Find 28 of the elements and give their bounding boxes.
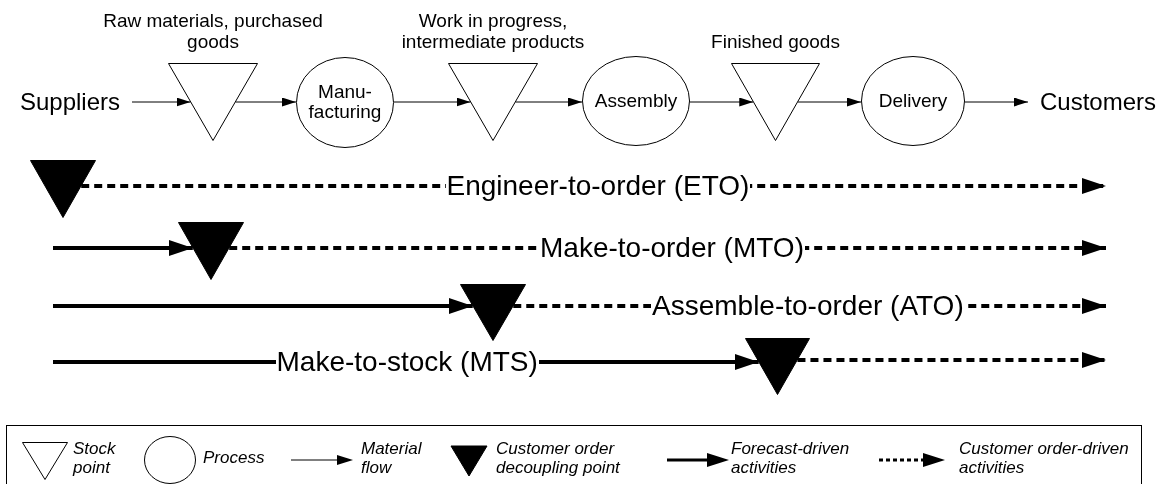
arrow — [964, 97, 1029, 107]
stock-caption: Work in progress, intermediate products — [400, 11, 586, 53]
endpoint-label: Customers — [1039, 89, 1157, 116]
arrow — [131, 97, 191, 107]
edge-label: Make-to-order (MTO) — [539, 234, 805, 262]
arrow — [235, 97, 297, 107]
endpoint-label: Suppliers — [18, 89, 122, 116]
arrow — [53, 240, 193, 256]
edge-label: Engineer-to-order (ETO) — [445, 172, 751, 200]
arrow — [515, 97, 583, 107]
edge-label: Make-to-stock (MTS) — [275, 348, 539, 376]
stock-caption: Raw materials, purchased goods — [102, 11, 324, 53]
stock-caption: Finished goods — [710, 32, 841, 53]
process-label: Manu- facturing — [307, 81, 383, 124]
edge-label: Assemble-to-order (ATO) — [651, 292, 965, 320]
arrow — [393, 97, 471, 107]
arrow — [797, 352, 1106, 368]
process-label: Delivery — [877, 90, 949, 112]
process-label: Assembly — [593, 90, 679, 112]
arrow — [689, 97, 754, 107]
legend-text: Process — [203, 448, 266, 468]
arrow — [797, 97, 862, 107]
legend-text: Material flow — [361, 438, 423, 478]
legend-text: Customer order-driven activities — [959, 438, 1129, 478]
legend-text: Customer order decoupling point — [496, 438, 622, 478]
arrow — [53, 298, 473, 314]
legend-text: Forecast-driven activities — [731, 438, 851, 478]
legend-text: Stock point — [73, 438, 117, 478]
